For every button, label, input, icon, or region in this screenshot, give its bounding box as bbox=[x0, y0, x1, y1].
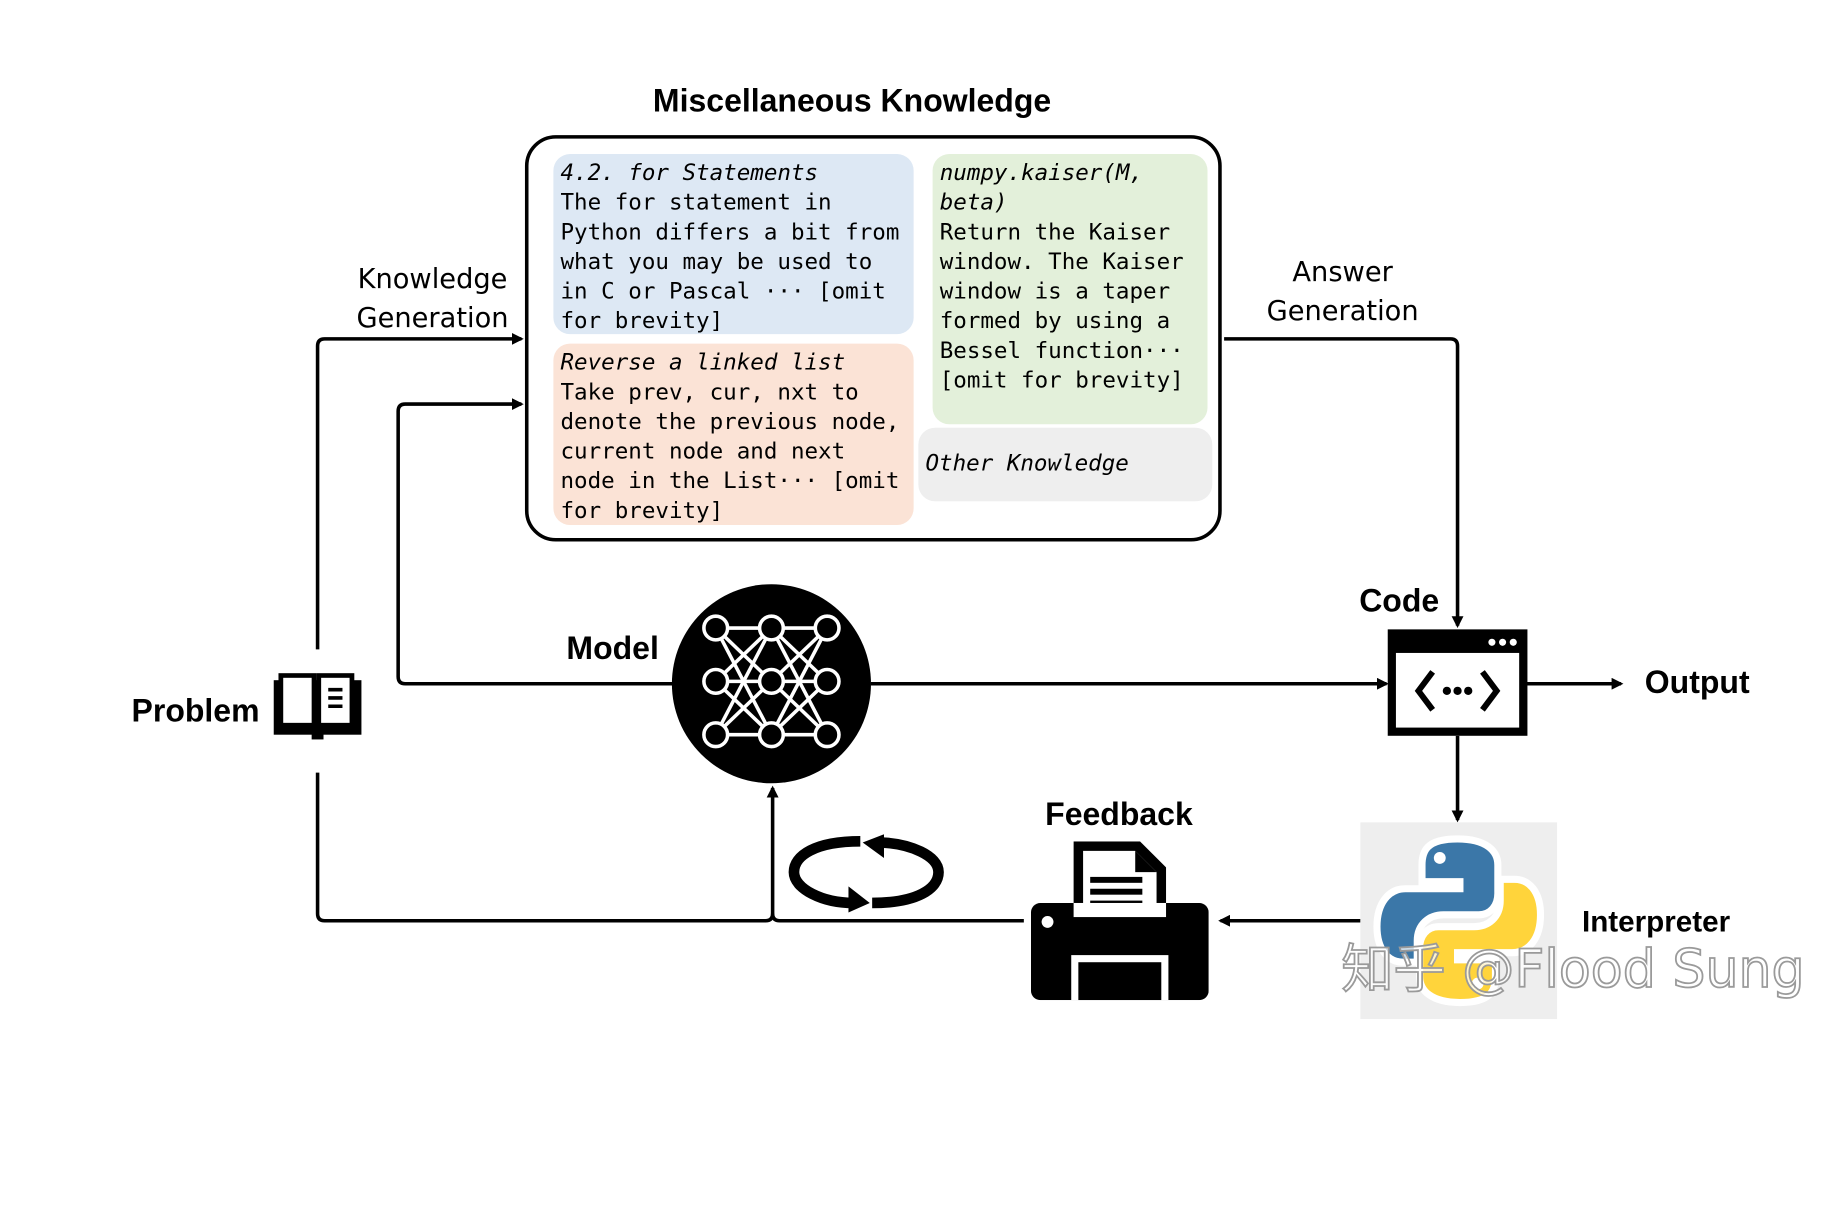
refresh-cycle-icon bbox=[788, 834, 944, 913]
printer-icon bbox=[1030, 841, 1209, 1001]
model-to-knowledge-arrow bbox=[396, 398, 674, 686]
problem-label: Problem bbox=[131, 693, 260, 729]
card-heading: 4.2. for Statements bbox=[560, 159, 819, 187]
label-line: Generation bbox=[1266, 296, 1419, 328]
connector-layer bbox=[315, 332, 1624, 927]
knowledge-box bbox=[524, 135, 1222, 542]
model-label: Model bbox=[566, 630, 659, 666]
knowledge-card-other: Other Knowledge bbox=[918, 427, 1213, 502]
watermark-text: 知乎 @Flood Sung bbox=[1341, 939, 1806, 1001]
answer-generation-arrow bbox=[1224, 337, 1464, 629]
card-heading: Other Knowledge bbox=[925, 450, 1129, 477]
output-label: Output bbox=[1644, 664, 1750, 701]
problem-to-model-line bbox=[315, 772, 775, 923]
interpreter-label: Interpreter bbox=[1581, 905, 1731, 939]
python-logo-icon bbox=[1373, 835, 1545, 1007]
knowledge-generation-label: Knowledge Generation bbox=[344, 261, 522, 339]
knowledge-card-for-statements: 4.2. for Statements The for statement in… bbox=[553, 154, 914, 335]
code-label: Code bbox=[1359, 583, 1440, 619]
code-window-icon bbox=[1387, 629, 1528, 736]
knowledge-generation-arrow bbox=[315, 332, 524, 650]
book-icon bbox=[273, 673, 362, 740]
card-heading: Reverse a linked list bbox=[560, 349, 846, 376]
card-heading: numpy.kaiser(M, beta) bbox=[939, 159, 1144, 216]
answer-generation-label: Answer Generation bbox=[1254, 254, 1432, 332]
label-line: Generation bbox=[356, 303, 509, 335]
python-logo-tile bbox=[1360, 822, 1558, 1020]
feedback-label: Feedback bbox=[1045, 796, 1193, 832]
card-body: The for statement in Python differs a bi… bbox=[560, 189, 900, 335]
card-body: Take prev, cur, nxt to denote the previo… bbox=[560, 379, 900, 524]
knowledge-card-numpy-kaiser: numpy.kaiser(M, beta) Return the Kaiser … bbox=[932, 154, 1208, 425]
knowledge-card-linked-list: Reverse a linked list Take prev, cur, nx… bbox=[553, 343, 914, 525]
neural-network-icon bbox=[671, 584, 871, 784]
card-body: Return the Kaiser window. The Kaiser win… bbox=[939, 219, 1184, 394]
label-line: Answer bbox=[1292, 257, 1393, 288]
knowledge-box-title: Miscellaneous Knowledge bbox=[652, 82, 1052, 119]
label-line: Knowledge bbox=[357, 264, 508, 296]
